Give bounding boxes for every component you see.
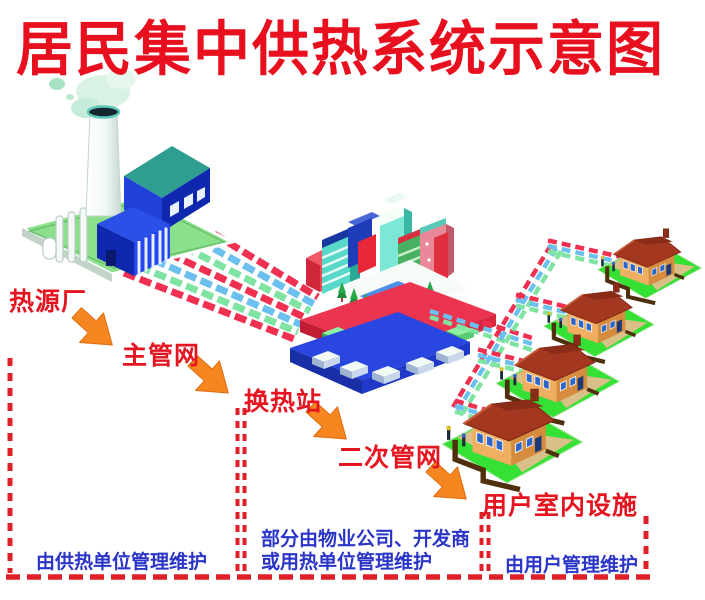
- zone-caption-user: 由用户管理维护: [505, 555, 639, 576]
- zone-caption-property: 部分由物业公司、开发商 或用热单位管理维护: [261, 528, 470, 574]
- plant-tanks: [42, 207, 88, 263]
- label-main-network: 主管网: [122, 342, 201, 370]
- chimney-smoke: [49, 69, 136, 118]
- pipe-branch-3: [477, 347, 543, 379]
- zone-dividers: [6, 358, 652, 580]
- label-exchange-station: 换热站: [244, 388, 323, 416]
- pipe-trunk: [451, 243, 563, 415]
- boiler-house: [97, 207, 170, 276]
- secondary-pipe-network: [429, 238, 629, 429]
- zone-caption-property-line1: 部分由物业公司、开发商: [261, 529, 471, 550]
- main-pipe-band: [122, 231, 320, 343]
- pipe-city-to-trunk: [429, 302, 533, 353]
- label-heat-source: 热源厂: [9, 288, 88, 316]
- label-secondary-network: 二次管网: [338, 444, 443, 472]
- label-indoor-facilities: 用户室内设施: [482, 492, 639, 520]
- zone-caption-supply-unit: 由供热单位管理维护: [36, 552, 208, 573]
- chimney: [85, 105, 122, 217]
- city-block-illustration: [290, 193, 496, 394]
- blue-platform: [290, 312, 470, 394]
- zone-caption-property-line2: 或用热单位管理维护: [261, 552, 433, 573]
- diagram-title: 居民集中供热系统示意图: [16, 16, 665, 84]
- heat-plant-illustration: [17, 69, 237, 282]
